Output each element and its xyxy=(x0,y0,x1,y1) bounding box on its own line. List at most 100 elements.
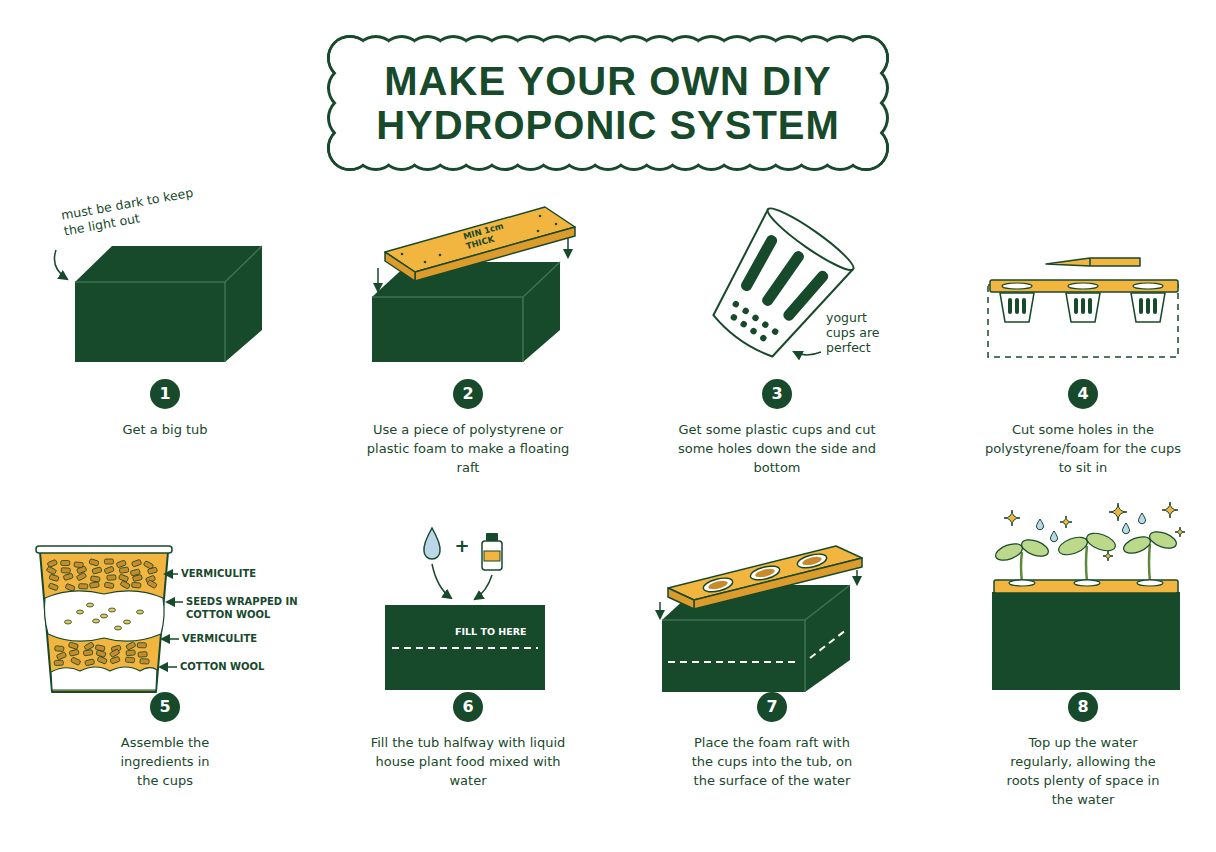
dark-tub xyxy=(992,592,1180,690)
layered-cup xyxy=(137,610,144,614)
hanging-cup xyxy=(1088,298,1092,314)
foam-raft xyxy=(1009,580,1035,586)
sparkle-marks xyxy=(1036,519,1043,530)
hanging-cup xyxy=(1068,283,1098,289)
vermiculite-chunks xyxy=(138,652,147,658)
hanging-cup xyxy=(1002,283,1032,289)
step-number-circle: 3 xyxy=(762,379,792,409)
foam-raft xyxy=(707,579,728,591)
step-number: 5 xyxy=(159,698,170,716)
plant-food-bottle xyxy=(484,551,500,561)
step-number-circle: 6 xyxy=(453,692,483,722)
dark-tub xyxy=(392,647,538,649)
dark-tub xyxy=(224,282,226,362)
layered-cup xyxy=(93,619,100,623)
leader-arrow xyxy=(54,250,67,279)
layered-cup xyxy=(65,620,72,624)
dark-tub xyxy=(75,246,262,282)
growing-plants xyxy=(1019,537,1050,560)
vermiculite-chunks xyxy=(148,567,158,574)
growing-plants xyxy=(1086,546,1087,582)
plus-sign: + xyxy=(452,535,472,557)
growing-plants xyxy=(1084,530,1117,554)
plant-food-bottle xyxy=(482,541,502,570)
vermiculite-chunks xyxy=(116,560,126,568)
vermiculite-chunks xyxy=(61,560,70,565)
water-drop xyxy=(424,528,440,559)
growing-plants xyxy=(1149,544,1150,582)
plastic-cup xyxy=(759,334,768,343)
layer-label: SEEDS WRAPPED IN COTTON WOOL xyxy=(186,595,298,621)
vermiculite-chunks xyxy=(96,650,106,657)
hanging-cup xyxy=(1139,298,1143,314)
plastic-cup xyxy=(731,300,740,309)
layer-label: VERMICULITE xyxy=(181,567,301,580)
sparkle-marks xyxy=(1060,516,1072,528)
layered-cup xyxy=(36,546,172,692)
vermiculite-chunks xyxy=(49,574,59,581)
plastic-cup xyxy=(729,313,738,322)
step-caption: Use a piece of polystyrene or plastic fo… xyxy=(366,420,571,477)
vermiculite-chunks xyxy=(104,582,114,589)
foam-raft xyxy=(702,576,734,595)
vermiculite-chunks xyxy=(132,582,141,588)
foam-raft xyxy=(539,215,542,218)
layered-cup xyxy=(77,610,84,614)
vermiculite-chunks xyxy=(85,659,95,666)
annotation-note: must be dark to keep the light out xyxy=(60,182,215,240)
hanging-cup xyxy=(1066,293,1100,322)
step-number: 4 xyxy=(1077,385,1088,403)
vermiculite-chunks xyxy=(126,650,135,656)
dark-tub xyxy=(372,262,560,362)
hanging-cup xyxy=(1146,298,1150,314)
dark-tub xyxy=(75,246,262,362)
pointer-arrow xyxy=(162,638,179,640)
vermiculite-chunks xyxy=(61,568,70,573)
step-number-circle: 8 xyxy=(1068,692,1098,722)
sparkle-marks xyxy=(1109,503,1127,521)
foam-raft xyxy=(424,261,427,264)
tub-outline xyxy=(988,285,1178,357)
vermiculite-chunks xyxy=(92,567,102,574)
vermiculite-chunks xyxy=(69,649,79,656)
hanging-cup xyxy=(1153,298,1157,314)
plastic-cup xyxy=(749,327,758,336)
dark-tub xyxy=(668,661,800,663)
step-number: 3 xyxy=(771,385,782,403)
vermiculite-chunks xyxy=(132,559,142,567)
foam-raft xyxy=(668,546,862,609)
hanging-cup xyxy=(1081,298,1085,314)
vermiculite-chunks xyxy=(104,559,113,564)
vermiculite-chunks xyxy=(110,649,120,658)
vermiculite-chunks xyxy=(76,572,86,581)
foam-raft xyxy=(796,552,828,571)
vermiculite-chunks xyxy=(56,652,66,660)
step-number-circle: 4 xyxy=(1068,379,1098,409)
step-number: 6 xyxy=(462,698,473,716)
step-number: 2 xyxy=(462,385,473,403)
page-title: MAKE YOUR OWN DIY HYDROPONIC SYSTEM xyxy=(348,59,868,147)
step-caption: Cut some holes in the polystyrene/foam f… xyxy=(981,420,1186,477)
dark-tub xyxy=(804,620,806,692)
vermiculite-chunks xyxy=(48,583,58,591)
pointer-arrow xyxy=(165,573,178,575)
hanging-cup xyxy=(1133,283,1163,289)
plastic-cup xyxy=(781,269,830,323)
plant-food-bottle xyxy=(482,533,502,570)
vermiculite-chunks xyxy=(90,582,100,588)
growing-plants xyxy=(1147,529,1178,552)
layered-cup xyxy=(101,614,108,618)
hanging-cup xyxy=(1066,283,1100,322)
plastic-cup xyxy=(771,327,780,336)
foam-raft xyxy=(694,558,862,609)
vermiculite-chunks xyxy=(140,659,149,664)
step-number-circle: 5 xyxy=(150,692,180,722)
layer-label: COTTON WOOL xyxy=(180,660,300,673)
plastic-cup xyxy=(761,320,770,329)
foam-raft xyxy=(385,252,415,281)
craft-knife xyxy=(1046,258,1140,266)
vermiculite-chunks xyxy=(55,646,64,652)
growing-plants xyxy=(1056,534,1089,558)
pointer-arrow xyxy=(160,666,177,668)
